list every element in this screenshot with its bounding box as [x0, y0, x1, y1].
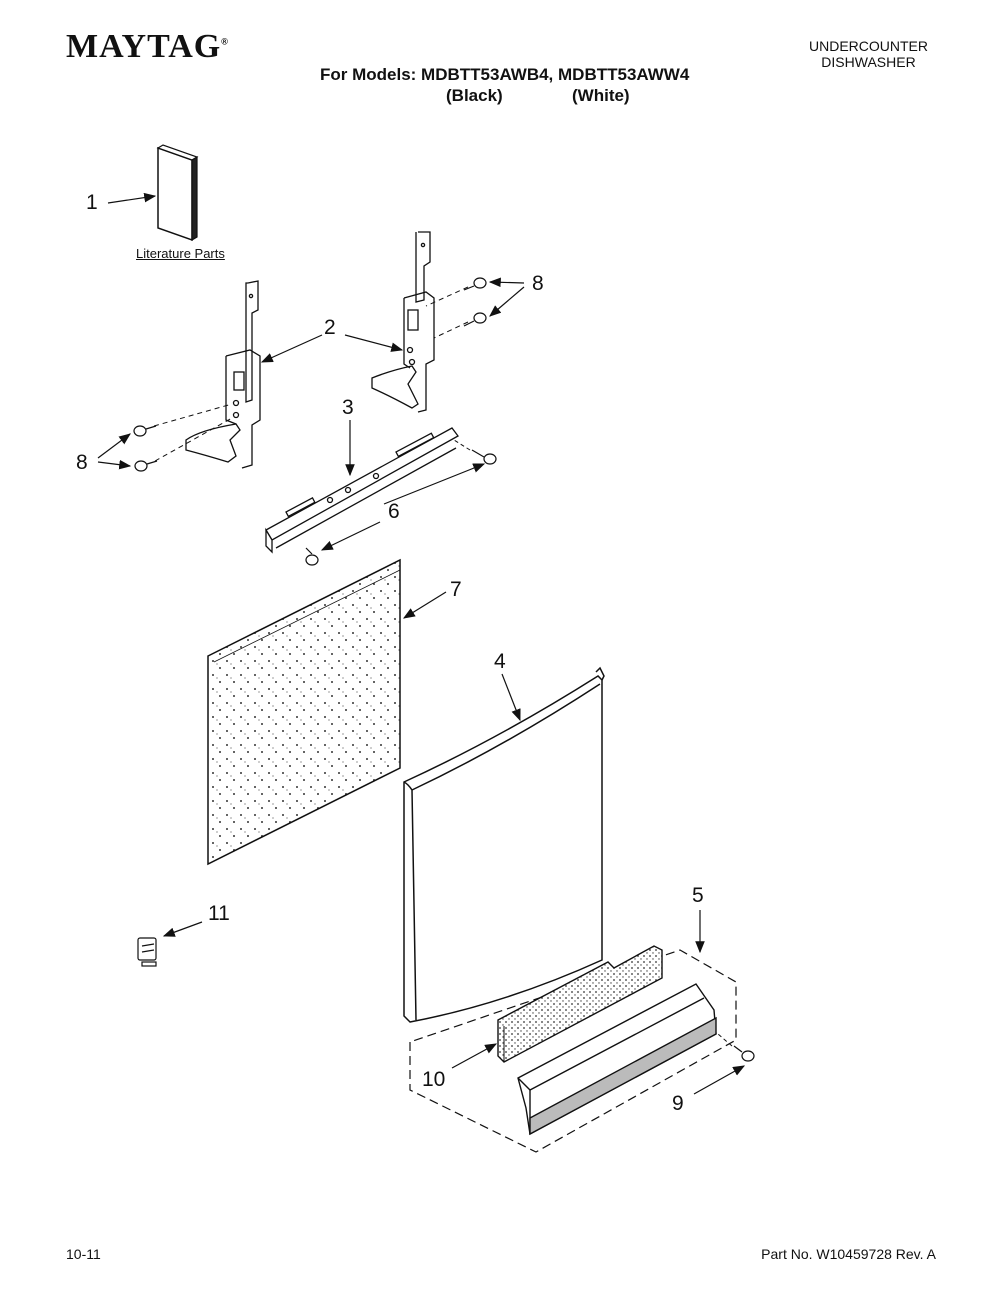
product-line-1: UNDERCOUNTER — [809, 38, 928, 54]
callout-1: 1 — [86, 191, 98, 214]
toe-panel — [517, 983, 717, 1136]
callout-6: 6 — [388, 500, 400, 523]
callout-9: 9 — [672, 1092, 684, 1115]
variant-black: (Black) — [446, 86, 503, 105]
models-line: For Models: MDBTT53AWB4, MDBTT53AWW4 — [320, 65, 690, 84]
callout-11: 11 — [208, 902, 230, 925]
literature-booklet — [156, 144, 199, 242]
left-hinge-bracket — [185, 280, 261, 469]
right-hinge-bracket — [371, 231, 435, 413]
rail-screws — [305, 449, 497, 566]
footer-date: 10-11 — [66, 1246, 101, 1262]
footer-part-number: Part No. W10459728 Rev. A — [761, 1246, 936, 1262]
callout-7: 7 — [450, 578, 462, 601]
callout-8-upper: 8 — [532, 272, 544, 295]
toe-panel-screw — [733, 1045, 755, 1062]
insulation-panel — [207, 558, 401, 866]
toe-panel-kit-outline — [409, 949, 737, 1153]
callout-2: 2 — [324, 316, 336, 339]
callout-3: 3 — [342, 396, 354, 419]
product-line-2: DISHWASHER — [821, 54, 916, 70]
mounting-rail — [265, 427, 459, 554]
callout-4: 4 — [494, 650, 506, 673]
callout-5: 5 — [692, 884, 704, 907]
screws-lower — [133, 425, 158, 472]
toe-insulation-strip — [497, 945, 663, 1063]
outer-door-panel — [403, 666, 605, 1023]
callout-10: 10 — [422, 1068, 446, 1091]
screws-upper — [463, 277, 487, 327]
product-type: UNDERCOUNTER DISHWASHER — [809, 38, 928, 70]
brand-logo: MAYTAG® — [66, 28, 229, 65]
callout-8-lower: 8 — [76, 451, 88, 474]
variant-white: (White) — [572, 86, 630, 105]
door-clip — [137, 937, 157, 967]
literature-parts-label: Literature Parts — [136, 246, 225, 261]
